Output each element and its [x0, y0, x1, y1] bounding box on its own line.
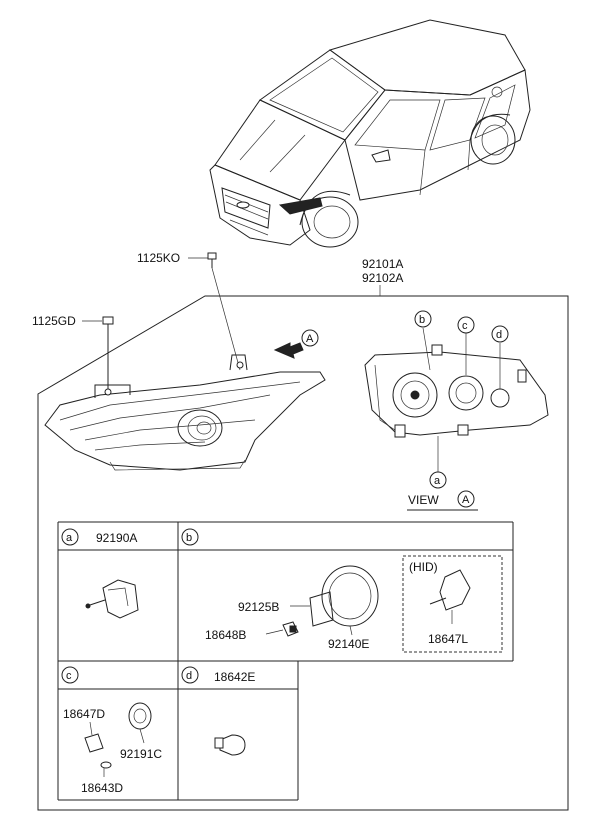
- view-a-arrow: [273, 329, 319, 359]
- label-92140E: 92140E: [328, 637, 369, 651]
- assembly-outline: [37, 295, 569, 811]
- label-92125B: 92125B: [238, 600, 279, 614]
- label-92101A: 92101A: [362, 257, 403, 271]
- cell-c-letter: c: [66, 670, 72, 682]
- label-18647L: 18647L: [428, 632, 468, 646]
- view-label: VIEW: [408, 493, 439, 507]
- view-letter: A: [462, 494, 470, 506]
- label-18642E: 18642E: [214, 670, 255, 684]
- callout-c-view: c: [462, 320, 468, 332]
- label-92190A: 92190A: [96, 531, 137, 545]
- part-92191C: [128, 702, 152, 744]
- label-18647D: 18647D: [63, 707, 105, 721]
- label-hid: (HID): [409, 560, 438, 574]
- detail-table: [57, 521, 514, 801]
- part-18647L: [429, 569, 471, 624]
- callout-b-view: b: [419, 314, 425, 326]
- headlamp-rear-view: [364, 327, 549, 472]
- label-92102A: 92102A: [362, 271, 403, 285]
- label-1125GD: 1125GD: [32, 314, 76, 328]
- label-1125KO: 1125KO: [137, 251, 180, 265]
- callout-a-arrow: A: [306, 333, 314, 345]
- label-92191C: 92191C: [120, 747, 162, 761]
- cell-a-letter: a: [66, 532, 73, 544]
- part-18642E: [214, 734, 246, 756]
- hid-box: [402, 555, 503, 653]
- callout-a-view: a: [434, 475, 441, 487]
- callout-d-view: d: [496, 329, 502, 341]
- part-92125B: [290, 591, 334, 627]
- car-illustration: [209, 19, 531, 248]
- bolt-1125GD: [82, 316, 114, 392]
- headlamp-assembly: [44, 354, 326, 471]
- cell-d-letter: d: [186, 670, 192, 682]
- screw-1125KO: [207, 252, 241, 371]
- label-18643D: 18643D: [81, 781, 123, 795]
- part-18643D: [100, 761, 112, 777]
- part-92140E: [321, 565, 379, 636]
- cell-b-letter: b: [186, 532, 192, 544]
- label-18648B: 18648B: [205, 628, 246, 642]
- part-92190A: [85, 579, 139, 619]
- part-18648B: [265, 621, 299, 637]
- part-18647D: [84, 721, 104, 753]
